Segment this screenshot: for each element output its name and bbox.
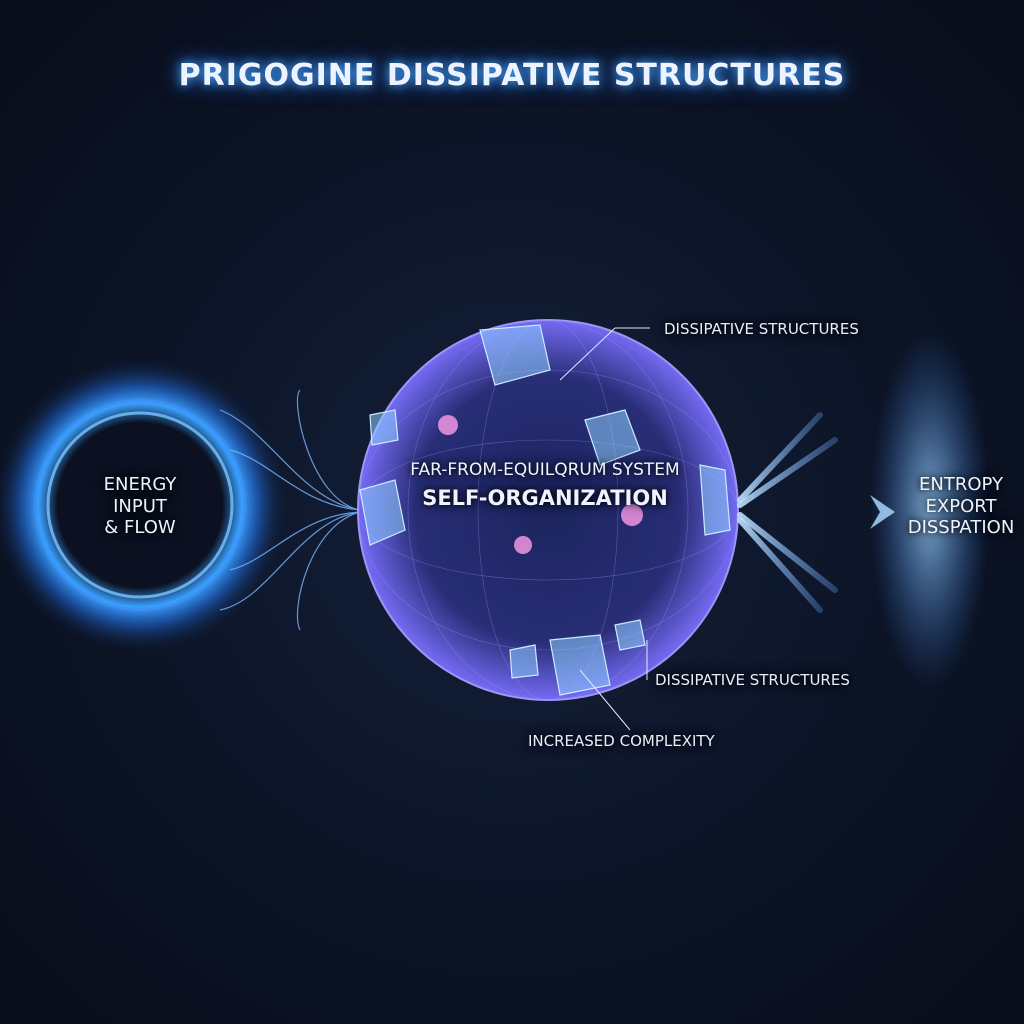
page-title: PRIGOGINE DISSIPATIVE STRUCTURES — [178, 58, 846, 93]
flow-branches — [219, 389, 361, 631]
label-line: INPUT — [113, 495, 167, 517]
callout-lines — [559, 327, 650, 731]
label-line: DISSPATION — [907, 517, 1015, 539]
callout-dissipative-structures-top: DISSIPATIVE STRUCTURES — [664, 320, 859, 338]
entropy-arrows — [728, 412, 877, 613]
entropy-export-label: ENTROPY EXPORT DISSPATION — [898, 474, 1024, 539]
energy-input-label: ENERGY INPUT & FLOW — [80, 474, 200, 539]
label-line: ENTROPY — [919, 474, 1003, 495]
energy-vortex — [0, 355, 290, 655]
label-line: ENERGY — [103, 474, 177, 495]
galaxies — [438, 415, 643, 554]
entropy-glow — [870, 330, 990, 690]
callout-dissipative-structures-bottom: DISSIPATIVE STRUCTURES — [655, 671, 850, 689]
system-main-label: SELF-ORGANIZATION — [422, 486, 668, 511]
crystals — [359, 324, 731, 696]
label-line: & FLOW — [104, 517, 176, 539]
callout-increased-complexity: INCREASED COMPLEXITY — [528, 732, 715, 750]
label-line: EXPORT — [925, 495, 997, 517]
system-label: FAR-FROM-EQUILQRUM SYSTEM SELF-ORGANIZAT… — [380, 460, 710, 512]
system-subtitle: FAR-FROM-EQUILQRUM SYSTEM — [410, 460, 680, 480]
